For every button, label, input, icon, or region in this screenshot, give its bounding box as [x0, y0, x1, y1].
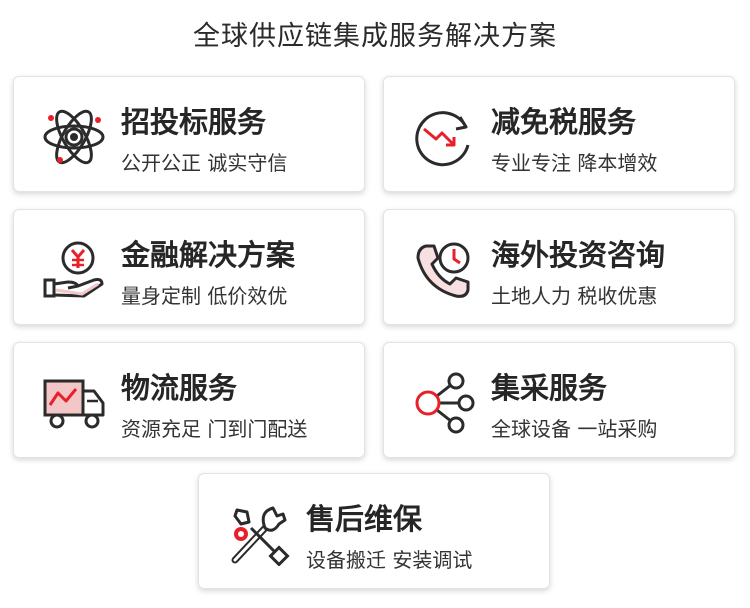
- delivery-truck-icon: [42, 371, 106, 435]
- phone-clock-icon: [412, 238, 476, 302]
- card-subtitle: 专业专注 降本增效: [491, 151, 658, 175]
- card-subtitle: 公开公正 诚实守信: [121, 151, 288, 175]
- card-title: 物流服务: [121, 371, 238, 405]
- card-subtitle: 资源充足 门到门配送: [121, 417, 308, 441]
- card-finance-solution[interactable]: 金融解决方案 量身定制 低价效优: [13, 209, 365, 325]
- tax-down-chart-icon: [412, 105, 476, 169]
- page-title: 全球供应链集成服务解决方案: [193, 21, 557, 52]
- card-title: 招投标服务: [121, 105, 267, 139]
- card-logistics-service[interactable]: 物流服务 资源充足 门到门配送: [13, 342, 365, 458]
- card-title: 减免税服务: [491, 105, 637, 139]
- card-subtitle: 全球设备 一站采购: [491, 417, 658, 441]
- card-subtitle: 设备搬迁 安装调试: [306, 548, 473, 572]
- card-subtitle: 土地人力 税收优惠: [491, 284, 658, 308]
- card-tax-reduction-service[interactable]: 减免税服务 专业专注 降本增效: [383, 76, 735, 192]
- card-after-sales-maintenance[interactable]: 售后维保 设备搬迁 安装调试: [198, 473, 550, 589]
- atom-icon: [42, 105, 106, 169]
- hand-coin-yen-icon: [42, 238, 106, 302]
- card-title: 海外投资咨询: [491, 238, 666, 272]
- card-title: 售后维保: [306, 502, 423, 536]
- card-title: 集采服务: [491, 371, 608, 405]
- card-title: 金融解决方案: [121, 238, 296, 272]
- card-centralized-procurement[interactable]: 集采服务 全球设备 一站采购: [383, 342, 735, 458]
- card-bidding-service[interactable]: 招投标服务 公开公正 诚实守信: [13, 76, 365, 192]
- card-overseas-investment-consulting[interactable]: 海外投资咨询 土地人力 税收优惠: [383, 209, 735, 325]
- share-network-icon: [412, 371, 476, 435]
- wrench-screwdriver-icon: [227, 502, 291, 566]
- card-subtitle: 量身定制 低价效优: [121, 284, 288, 308]
